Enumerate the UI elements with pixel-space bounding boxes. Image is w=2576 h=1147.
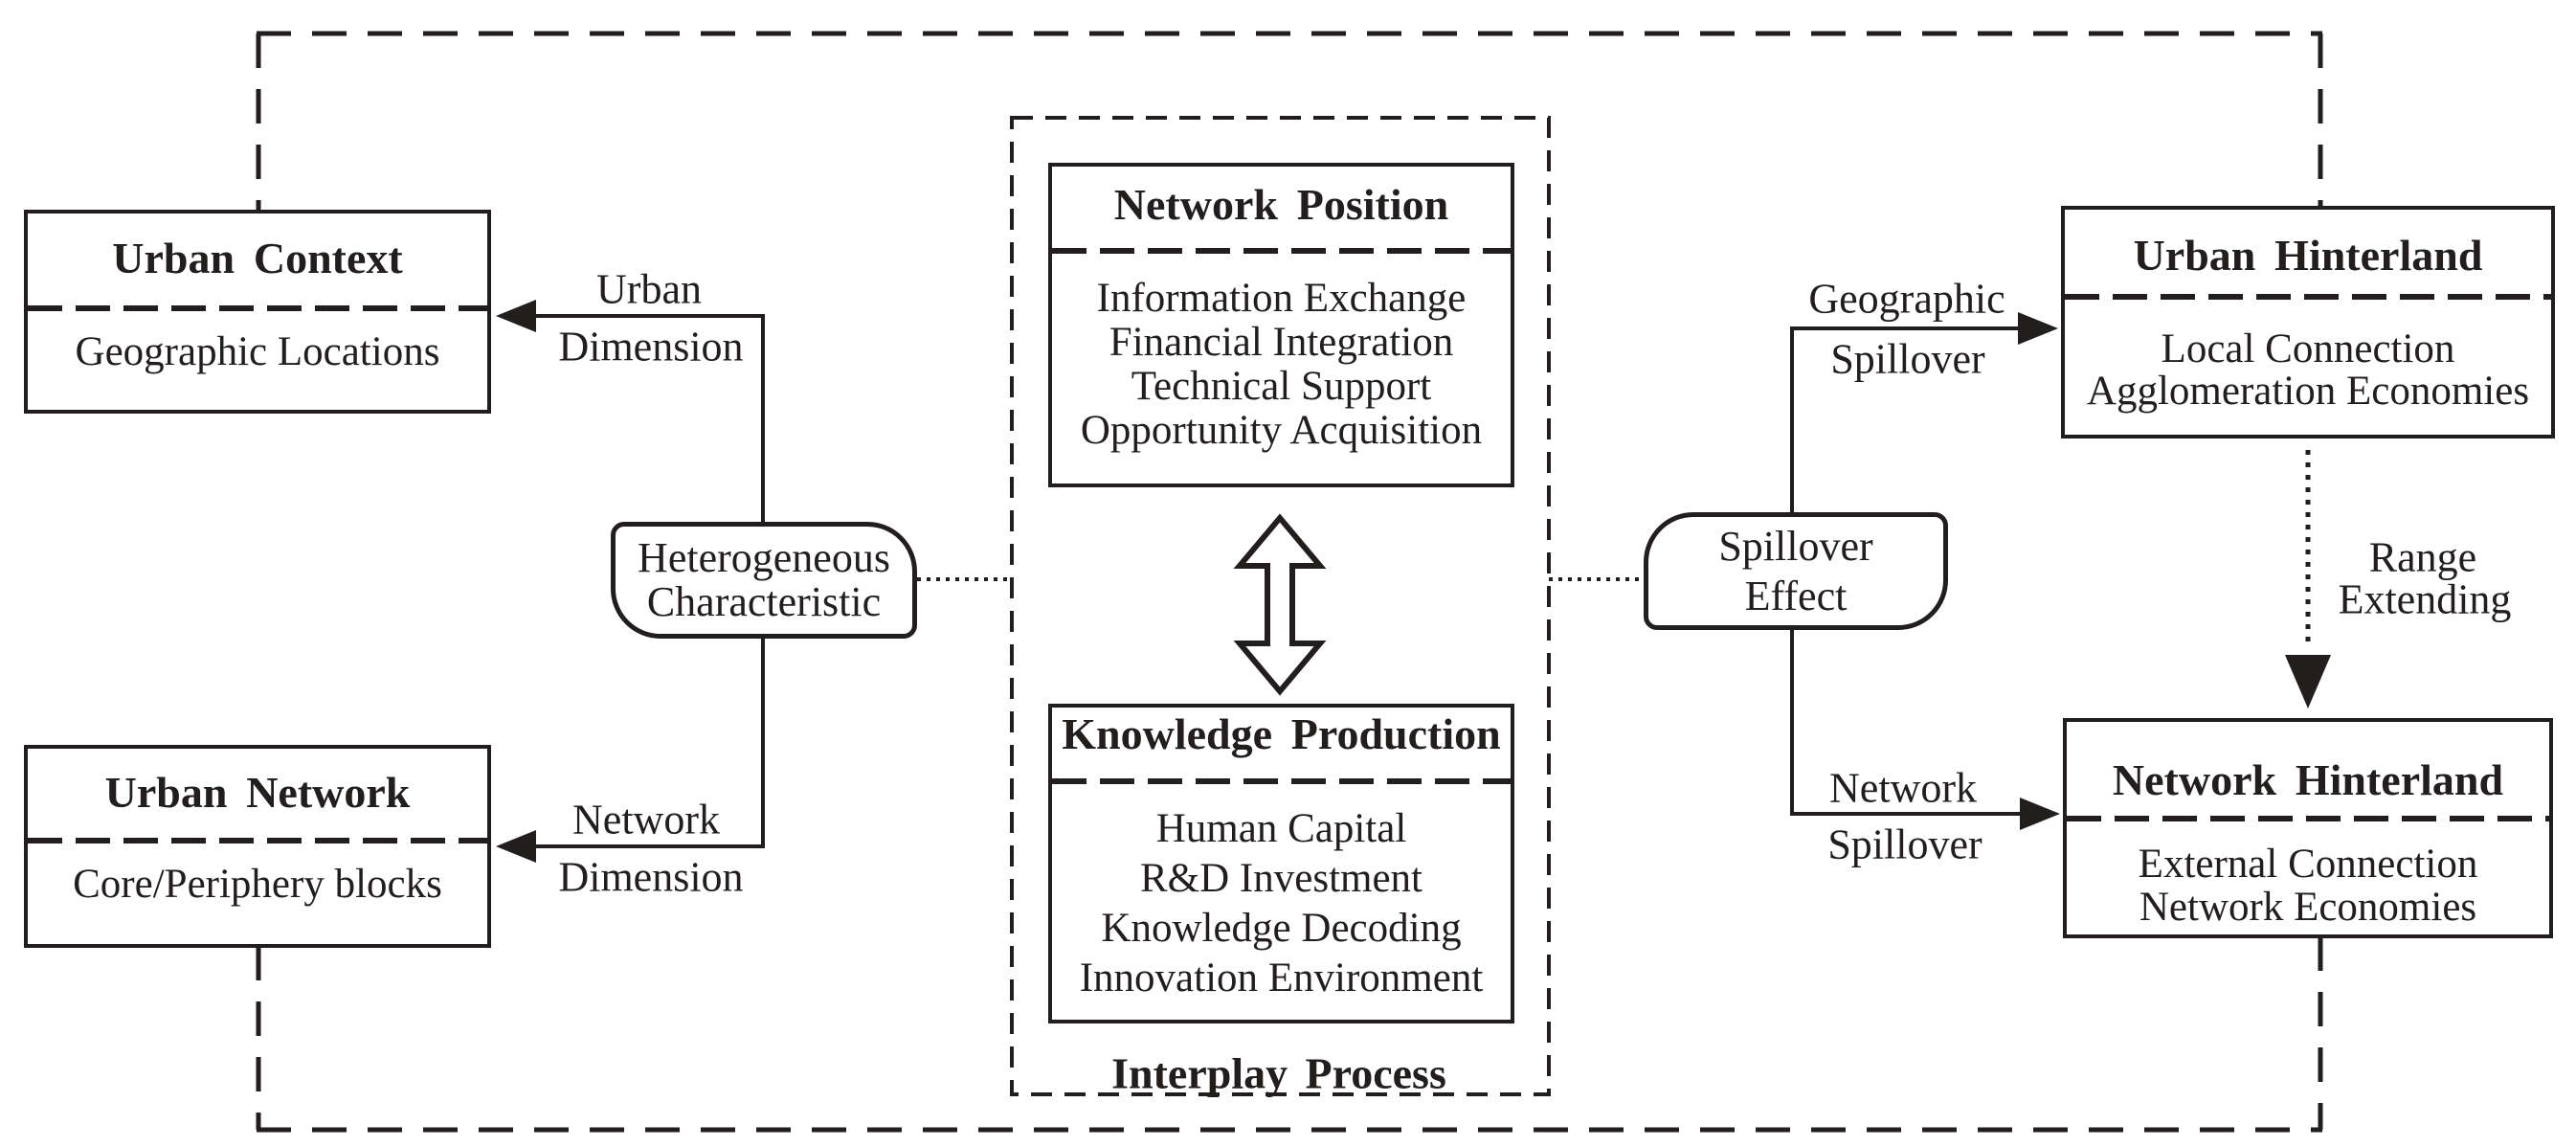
- network-position-box: Network Position Information Exchange Fi…: [1048, 163, 1514, 487]
- urban-network-item: Core/Periphery blocks: [73, 862, 442, 907]
- interplay-process-caption: Interplay Process: [1111, 1048, 1446, 1098]
- geographic-spillover-label-line1: Geographic: [1808, 275, 2005, 323]
- range-extending-label-line1: Range: [2368, 533, 2477, 581]
- heterogeneous-characteristic-line1: Heterogeneous: [638, 534, 890, 581]
- network-hinterland-divider: [2067, 816, 2549, 821]
- range-extending-arrowhead: [2285, 655, 2331, 708]
- heterogeneous-characteristic-tag: Heterogeneous Characteristic: [611, 522, 917, 639]
- spillover-effect-tag: Spillover Effect: [1644, 512, 1948, 630]
- network-position-item: Opportunity Acquisition: [1080, 408, 1483, 453]
- urban-hinterland-item: Local Connection: [2161, 326, 2455, 371]
- network-position-title: Network Position: [1113, 180, 1449, 229]
- network-dimension-connector: [536, 639, 765, 848]
- knowledge-production-item: R&D Investment: [1140, 856, 1422, 901]
- network-position-item: Technical Support: [1131, 364, 1432, 409]
- network-position-divider: [1052, 248, 1511, 254]
- spillover-effect-line2: Effect: [1744, 572, 1848, 619]
- knowledge-production-title: Knowledge Production: [1062, 709, 1501, 758]
- range-extending-label-line2: Extending: [2338, 575, 2512, 623]
- urban-dimension-connector: [536, 314, 765, 522]
- network-hinterland-box: Network Hinterland External Connection N…: [2063, 718, 2553, 938]
- urban-network-box: Urban Network Core/Periphery blocks: [24, 745, 491, 948]
- network-hinterland-item: External Connection: [2138, 842, 2478, 887]
- network-spillover-label-line2: Spillover: [1827, 821, 1982, 868]
- geographic-spillover-connector: [1790, 326, 2022, 512]
- spillover-effect-line1: Spillover: [1718, 522, 1873, 570]
- network-hinterland-item: Network Economies: [2139, 885, 2477, 930]
- urban-hinterland-box: Urban Hinterland Local Connection Agglom…: [2061, 206, 2555, 439]
- network-spillover-connector: [1790, 630, 2022, 816]
- network-spillover-arrowhead: [2020, 798, 2060, 830]
- knowledge-production-box: Knowledge Production Human Capital R&D I…: [1048, 704, 1514, 1023]
- outer-dashed-border: [256, 31, 2323, 1133]
- heterogeneous-characteristic-line2: Characteristic: [646, 578, 882, 625]
- geographic-spillover-arrowhead: [2018, 312, 2058, 345]
- network-dimension-arrowhead: [496, 830, 536, 863]
- interplay-double-arrow: [1233, 513, 1327, 696]
- network-dimension-label-line2: Dimension: [558, 853, 744, 901]
- interplay-dashed-container: [1010, 116, 1551, 1096]
- geographic-spillover-label-line2: Spillover: [1830, 335, 1985, 383]
- urban-context-item: Geographic Locations: [75, 329, 440, 374]
- urban-network-title: Urban Network: [104, 768, 411, 817]
- knowledge-production-item: Innovation Environment: [1079, 956, 1484, 1001]
- urban-network-divider: [28, 838, 487, 843]
- network-dimension-label-line1: Network: [572, 796, 720, 843]
- urban-hinterland-title: Urban Hinterland: [2133, 231, 2483, 280]
- urban-dimension-label-line1: Urban: [596, 265, 702, 313]
- knowledge-production-divider: [1052, 778, 1511, 784]
- network-hinterland-title: Network Hinterland: [2112, 755, 2504, 804]
- network-position-item: Information Exchange: [1096, 276, 1467, 321]
- urban-context-divider: [28, 305, 487, 311]
- urban-hinterland-divider: [2065, 294, 2551, 300]
- urban-context-title: Urban Context: [112, 234, 403, 282]
- knowledge-production-item: Human Capital: [1155, 806, 1407, 851]
- network-position-item: Financial Integration: [1109, 320, 1454, 365]
- urban-hinterland-item: Agglomeration Economies: [2086, 369, 2530, 414]
- urban-dimension-label-line2: Dimension: [558, 323, 744, 371]
- network-spillover-label-line1: Network: [1829, 764, 1977, 812]
- urban-context-box: Urban Context Geographic Locations: [24, 210, 491, 414]
- urban-dimension-arrowhead: [496, 300, 536, 332]
- knowledge-production-item: Knowledge Decoding: [1101, 906, 1462, 951]
